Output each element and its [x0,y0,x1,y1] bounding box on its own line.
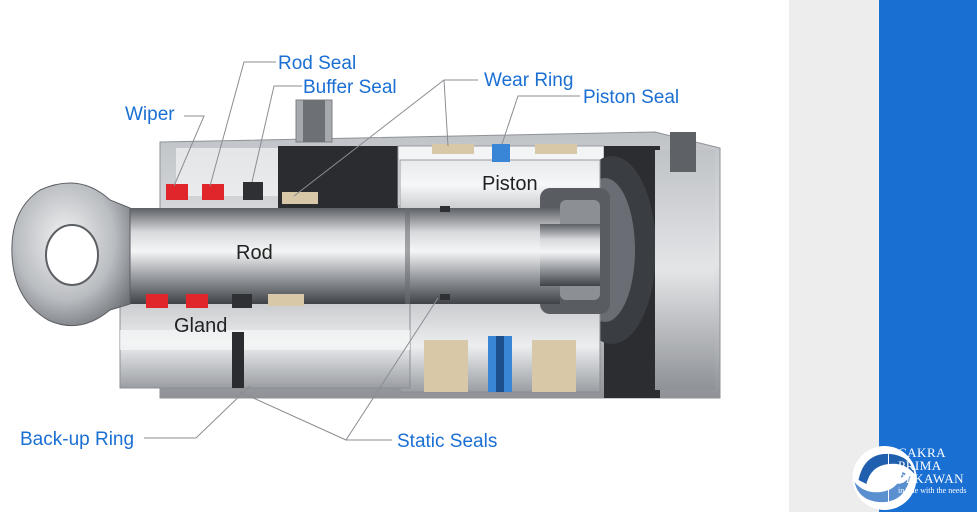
brand-line-2: PRIMA [898,458,942,473]
label-backup-ring: Back-up Ring [20,429,134,450]
rod-seal [186,184,224,308]
label-rod: Rod [236,242,273,264]
brand-line-1: CAKRA [898,445,947,460]
brand-tagline: in line with the needs [898,486,967,495]
leader-lines [144,61,580,441]
label-static-seals: Static Seals [397,431,497,452]
brand-text: CAKRA PRIMA SEKAWAN in line with the nee… [898,446,966,497]
buffer-seal [232,182,263,308]
label-piston: Piston [482,173,538,195]
side-panel-blue [879,0,977,512]
gland-body [119,299,411,389]
brand-divider [888,448,889,504]
label-wear-ring: Wear Ring [484,70,573,91]
brand-line-3: SEKAWAN [898,471,965,486]
side-panel-gray [789,0,879,512]
hydraulic-cylinder-diagram: Rod Seal Buffer Seal Wear Ring Piston Se… [11,53,721,452]
label-rod-seal: Rod Seal [278,53,356,74]
label-wiper: Wiper [125,104,175,125]
rod-eye [11,182,131,327]
label-buffer-seal: Buffer Seal [303,77,397,98]
piston-wear-rings [424,144,577,392]
wiper-seal [146,184,188,308]
static-seal-marks [440,206,450,300]
label-piston-seal: Piston Seal [583,87,679,108]
company-logo-icon [852,446,917,510]
label-gland: Gland [174,315,227,337]
rod-wear-ring [268,192,318,306]
piston-seal [488,144,512,392]
rod [110,208,600,304]
